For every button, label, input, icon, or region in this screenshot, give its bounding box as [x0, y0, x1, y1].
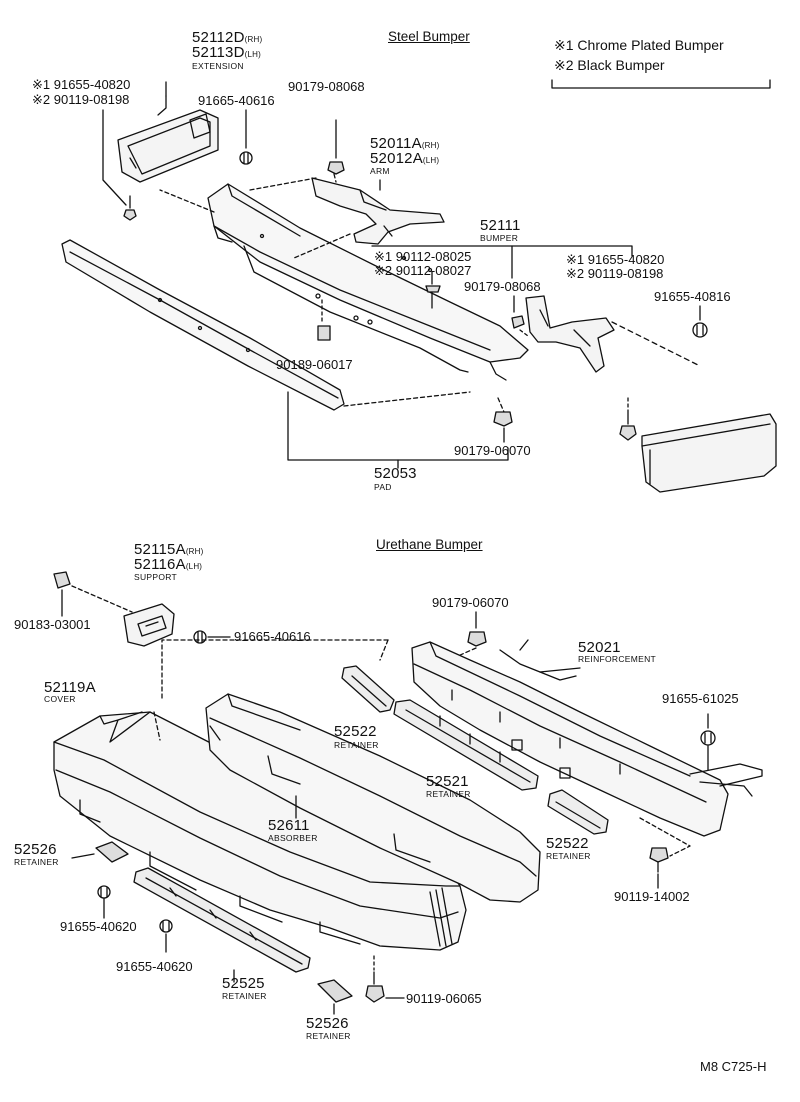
- steel-bolt-c: 91655-40816: [654, 289, 731, 304]
- retainer-52526-a: [95, 841, 129, 863]
- extension-part: [117, 109, 219, 183]
- steel-bolt-b1: ※1 90112-08025: [374, 249, 472, 264]
- u-bolt-f-icon: [649, 847, 669, 873]
- retainer-52522-lower: [547, 789, 609, 835]
- u-bolt-a: 91665-40616: [234, 629, 311, 644]
- ext-bolt-2: ※2 90119-08198: [32, 92, 130, 107]
- u-bolt-b: 91655-61025: [662, 691, 739, 706]
- pad-part: [61, 239, 345, 411]
- support-name: SUPPORT: [134, 572, 178, 582]
- retainer-52526-b-code: 52526: [306, 1015, 349, 1032]
- u-clip: 90183-03001: [14, 617, 91, 632]
- clip-icon: [317, 325, 331, 341]
- steel-nut-a: 90179-08068: [288, 79, 365, 94]
- steel-bolt-b2: ※2 90112-08027: [374, 263, 472, 278]
- steel-section-title: Steel Bumper: [388, 29, 470, 44]
- arm-name: ARM: [370, 166, 390, 176]
- extension-lh: 52113D(LH): [192, 44, 261, 61]
- nut-c-icon: [493, 411, 513, 427]
- u-bolt-b-icon: [700, 730, 716, 746]
- retainer-52525-code: 52525: [222, 975, 265, 992]
- right-bolt-icon: [619, 409, 637, 441]
- steel-nut-b: 90179-08068: [464, 279, 541, 294]
- cover-name: COVER: [44, 694, 76, 704]
- legend-text-2: Black Bumper: [577, 57, 665, 73]
- right-extension-part: [641, 413, 777, 493]
- u-bolt-d-icon: [159, 919, 173, 933]
- reinforcement-part: [411, 639, 763, 837]
- u-bolt-f: 90119-14002: [614, 889, 690, 904]
- absorber-name: ABSORBER: [268, 833, 318, 843]
- reinforcement-code: 52021: [578, 639, 621, 656]
- u-bolt-a-icon: [193, 630, 207, 644]
- u-clip-icon: [53, 571, 71, 589]
- legend-item-1: ※1 Chrome Plated Bumper: [554, 38, 724, 52]
- reinforcement-name: REINFORCEMENT: [578, 654, 657, 664]
- retainer-52522-lower-code: 52522: [546, 835, 589, 852]
- footer-code: M8 C725-H: [700, 1059, 767, 1074]
- retainer-52522-upper-name: RETAINER: [334, 740, 379, 750]
- pad-code: 52053: [374, 465, 417, 482]
- u-bolt-e: 90119-06065: [406, 991, 482, 1006]
- arm-rh: 52011A(RH): [370, 135, 440, 152]
- legend-bracket: [551, 79, 771, 89]
- retainer-52525: [133, 867, 311, 973]
- retainer-52522-lower-name: RETAINER: [546, 851, 591, 861]
- support-rh: 52115A(RH): [134, 541, 204, 558]
- bumper-code: 52111: [480, 217, 521, 234]
- retainer-52522-upper-code: 52522: [334, 723, 377, 740]
- retainer-52525-name: RETAINER: [222, 991, 267, 1001]
- arm-right: [525, 295, 615, 373]
- bumper-name: BUMPER: [480, 233, 519, 243]
- retainer-52526-a-code: 52526: [14, 841, 57, 858]
- steel-bumper-bar: [207, 183, 529, 381]
- ext-bolt-1: ※1 91655-40820: [32, 77, 131, 92]
- retainer-52521-name: RETAINER: [426, 789, 471, 799]
- bolt-a-icon: [239, 151, 253, 165]
- retainer-52526-b: [317, 979, 353, 1003]
- u-bolt-d: 91655-40620: [116, 959, 193, 974]
- extension-bolt-icon: [123, 195, 137, 221]
- retainer-52526-b-name: RETAINER: [306, 1031, 351, 1041]
- absorber-part: [205, 693, 541, 903]
- absorber-code: 52611: [268, 817, 310, 834]
- right-bolt-1: ※1 91655-40820: [566, 252, 665, 267]
- legend-item-2: ※2 Black Bumper: [554, 58, 665, 72]
- legend-mark-2: ※2: [554, 57, 574, 73]
- legend-text-1: Chrome Plated Bumper: [577, 37, 724, 53]
- retainer-52521-code: 52521: [426, 773, 469, 790]
- arm-left: [311, 177, 445, 245]
- legend-mark-1: ※1: [554, 37, 574, 53]
- u-bolt-c: 91655-40620: [60, 919, 137, 934]
- bolt-b-icon: [425, 285, 441, 309]
- support-part: [123, 603, 175, 647]
- retainer-52522-upper: [341, 665, 395, 713]
- u-bolt-e-icon: [365, 971, 385, 1003]
- u-nut-a: 90179-06070: [432, 595, 509, 610]
- retainer-52521: [393, 699, 539, 791]
- steel-clip: 90189-06017: [276, 357, 353, 372]
- cover-code: 52119A: [44, 679, 96, 696]
- extension-name: EXTENSION: [192, 61, 244, 71]
- urethane-section-title: Urethane Bumper: [376, 537, 483, 552]
- retainer-52526-a-name: RETAINER: [14, 857, 59, 867]
- extension-rh: 52112D(RH): [192, 29, 263, 46]
- nut-a-icon: [327, 161, 345, 175]
- bolt-c-icon: [692, 322, 708, 338]
- u-nut-a-icon: [467, 631, 487, 647]
- nut-b-icon: [511, 315, 525, 329]
- pad-name: PAD: [374, 482, 392, 492]
- u-bolt-c-icon: [97, 885, 111, 899]
- arm-lh: 52012A(LH): [370, 150, 440, 167]
- right-bolt-2: ※2 90119-08198: [566, 266, 664, 281]
- support-lh: 52116A(LH): [134, 556, 203, 573]
- steel-nut-c: 90179-06070: [454, 443, 531, 458]
- steel-bolt-a: 91665-40616: [198, 93, 275, 108]
